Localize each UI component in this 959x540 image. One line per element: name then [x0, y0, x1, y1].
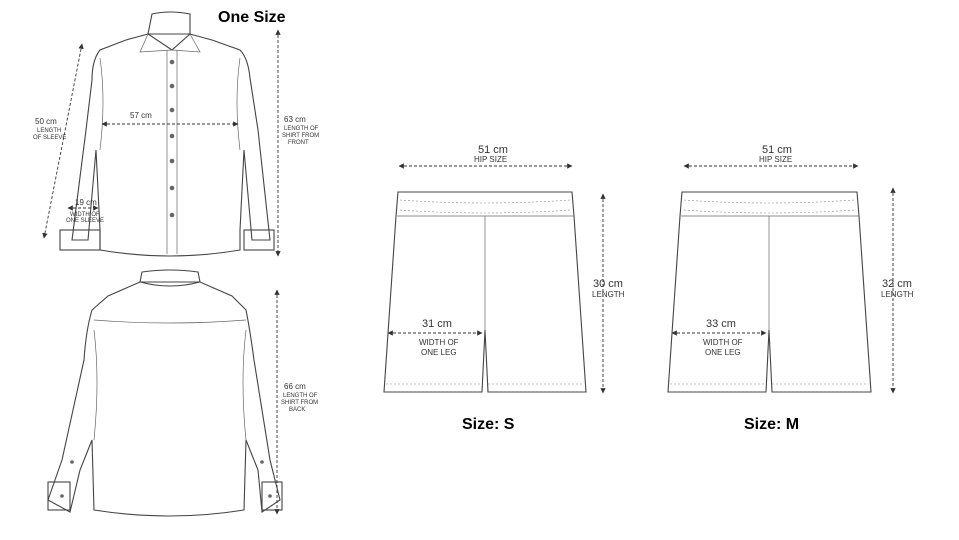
front-length-value: 63 cm [284, 115, 306, 124]
sleeve-length-caption-1: LENGTH [37, 128, 61, 134]
shorts-s-leg-value: 31 cm [422, 318, 452, 330]
shorts-s-leg-caption-1: WIDTH OF [419, 338, 459, 347]
front-length-caption-2: SHIRT FROM [282, 133, 319, 139]
shorts-m-illustration [667, 191, 872, 393]
shorts-s-size-label: Size: S [462, 416, 515, 433]
shorts-m-hip-value: 51 cm [762, 144, 792, 156]
shorts-m-leg-caption-2: ONE LEG [705, 348, 741, 357]
front-length-caption-1: LENGTH OF [284, 126, 319, 132]
chest-width-value: 57 cm [130, 111, 152, 120]
shorts-m-hip-caption: HIP SIZE [759, 155, 792, 164]
back-length-caption-1: LENGTH OF [283, 393, 318, 399]
front-length-caption-3: FRONT [288, 140, 309, 146]
sleeve-width-caption-1: WIDTH OF [70, 212, 100, 218]
sleeve-length-value: 50 cm [35, 117, 57, 126]
back-length-value: 66 cm [284, 382, 306, 391]
shorts-m-leg-value: 33 cm [706, 318, 736, 330]
shirt-size-title: One Size [218, 9, 286, 26]
sleeve-width-caption-2: ONE SLEEVE [66, 218, 104, 224]
shorts-s-illustration [383, 191, 587, 393]
sleeve-length-caption-2: OF SLEEVE [33, 135, 66, 141]
shorts-s-leg-caption-2: ONE LEG [421, 348, 457, 357]
back-length-caption-2: SHIRT FROM [281, 400, 318, 406]
shorts-s-hip-value: 51 cm [478, 144, 508, 156]
shorts-s-length-caption: LENGTH [592, 290, 625, 299]
shorts-m-length-caption: LENGTH [881, 290, 914, 299]
sleeve-width-value: 19 cm [75, 198, 97, 207]
shorts-m-leg-caption-1: WIDTH OF [703, 338, 743, 347]
shorts-s-length-value: 30 cm [593, 278, 623, 290]
shorts-m-size-label: Size: M [744, 416, 800, 433]
shorts-s-hip-caption: HIP SIZE [474, 155, 507, 164]
shorts-m-length-value: 32 cm [882, 278, 912, 290]
shirt-back-illustration [47, 269, 283, 517]
back-length-caption-3: BACK [289, 407, 305, 413]
